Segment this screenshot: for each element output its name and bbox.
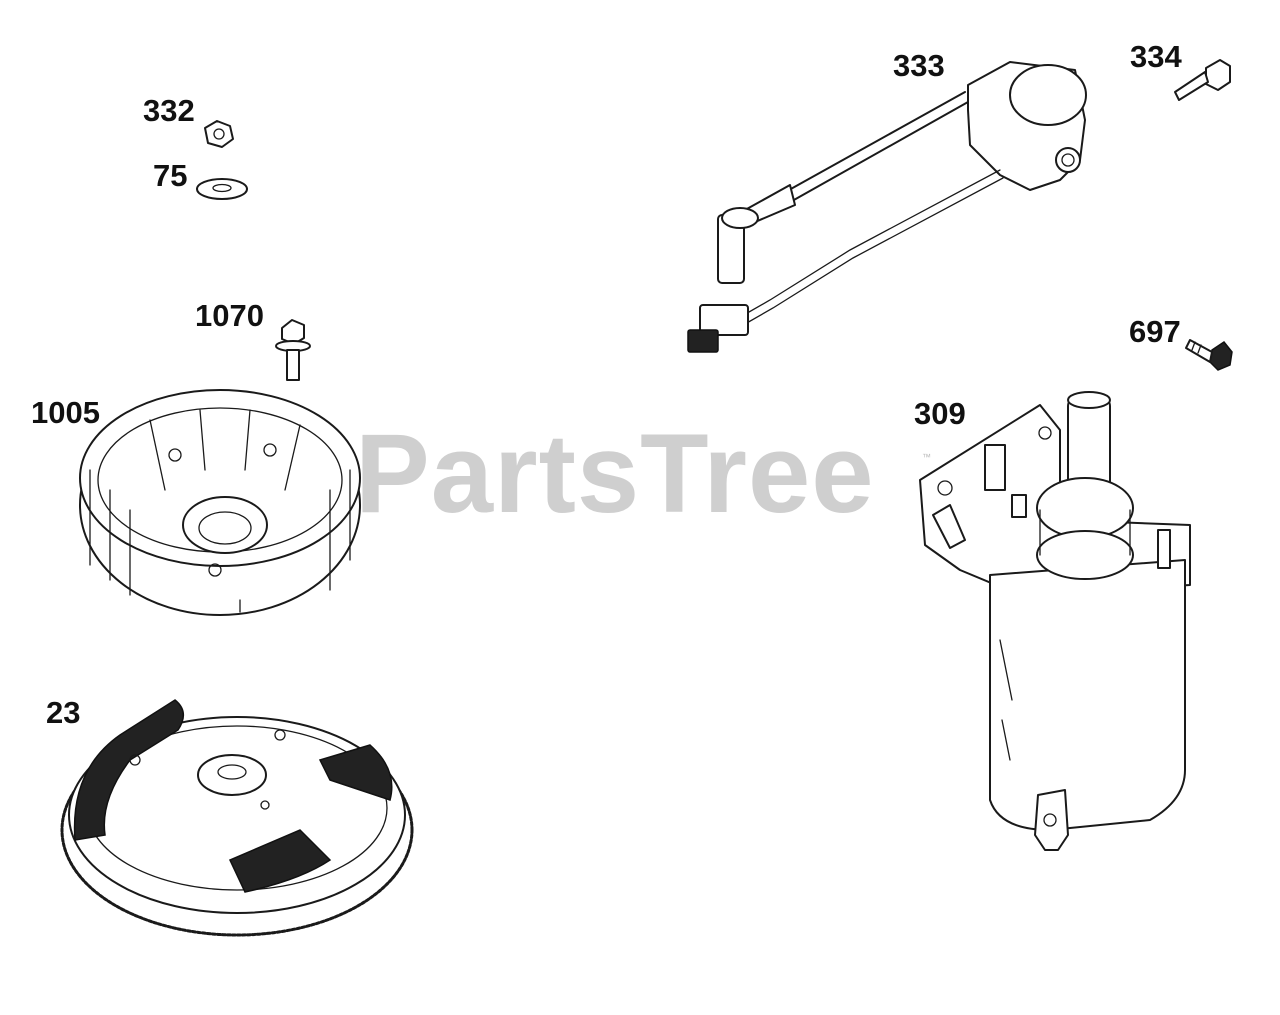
- callout-23[interactable]: 23: [46, 695, 81, 730]
- part-332-hex-nut[interactable]: [204, 120, 234, 148]
- callout-75[interactable]: 75: [153, 158, 188, 193]
- callout-1005[interactable]: 1005: [31, 395, 100, 430]
- part-23-flywheel[interactable]: [60, 699, 414, 937]
- part-1070-flange-bolt[interactable]: [275, 319, 311, 381]
- callout-309[interactable]: 309: [914, 396, 966, 431]
- part-697-screw[interactable]: [1185, 339, 1233, 371]
- callout-697[interactable]: 697: [1129, 314, 1181, 349]
- part-75-washer[interactable]: [196, 178, 248, 200]
- part-1005-fan[interactable]: [79, 389, 361, 616]
- callout-1070[interactable]: 1070: [195, 298, 264, 333]
- part-309-starter-motor[interactable]: [919, 391, 1191, 851]
- callout-334[interactable]: 334: [1130, 39, 1182, 74]
- watermark-text: PartsTree: [355, 411, 875, 536]
- callout-333[interactable]: 333: [893, 48, 945, 83]
- part-334-bolt[interactable]: [1174, 59, 1231, 101]
- callout-332[interactable]: 332: [143, 93, 195, 128]
- watermark-trademark: ™: [922, 452, 931, 462]
- part-333-ignition-coil[interactable]: [687, 61, 1087, 353]
